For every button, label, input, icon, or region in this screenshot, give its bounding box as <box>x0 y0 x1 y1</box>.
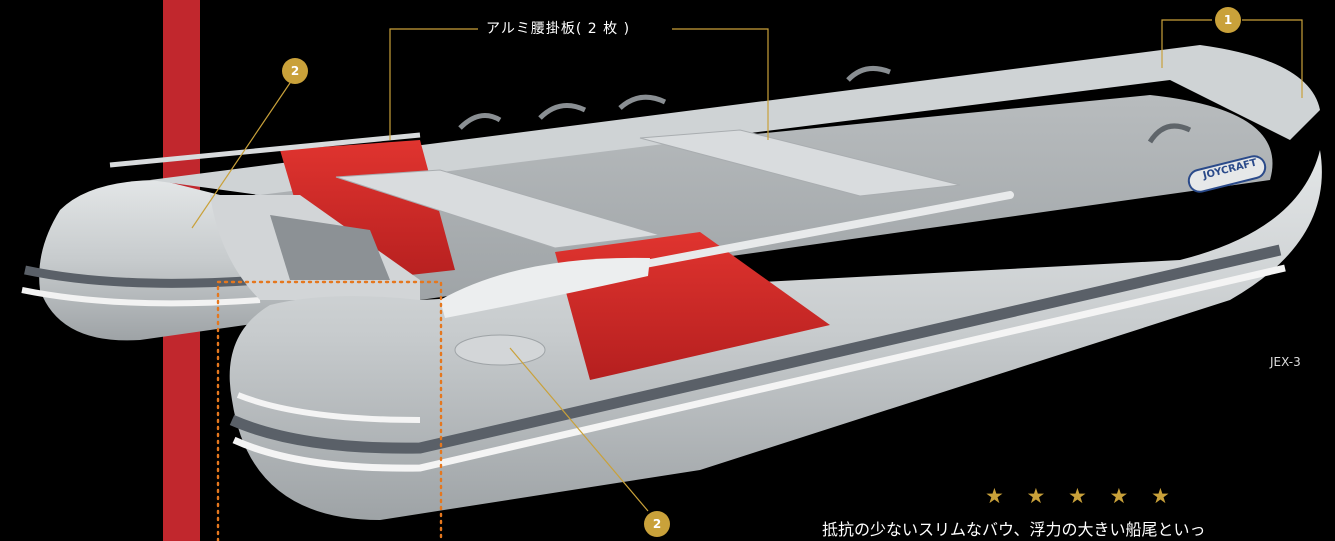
near-tube-cap-stripe <box>236 392 421 423</box>
brand-logo <box>1187 155 1267 193</box>
star-rating: ★ ★ ★ ★ ★ <box>985 484 1178 508</box>
grab-handle <box>458 113 502 130</box>
oar-far <box>109 132 421 168</box>
far-tube-top <box>150 45 1320 195</box>
seat-board-front <box>639 129 961 197</box>
near-tube-stripe-dark <box>229 244 1282 454</box>
model-label: JEX-3 <box>1270 355 1301 369</box>
callout-badge-1: 1 <box>1215 7 1241 33</box>
transom-grid <box>270 215 390 280</box>
product-tagline: 抵抗の少ないスリムなバウ、浮力の大きい船尾といっ <box>822 520 1206 539</box>
oar-blade <box>440 257 650 318</box>
grab-handle <box>618 94 667 110</box>
oar-shaft <box>636 191 1014 269</box>
seat-board-rear <box>335 169 661 249</box>
callout-badge-2: 2 <box>644 511 670 537</box>
near-tube-stripe-white <box>232 264 1286 472</box>
callout-lines <box>191 19 1303 512</box>
seat-board-label: アルミ腰掛板( 2 枚 ) <box>486 21 631 37</box>
grab-handle <box>846 65 891 82</box>
boat-floor <box>240 95 1273 300</box>
grab-handle <box>538 103 587 120</box>
far-tube-stripe-white <box>21 287 261 307</box>
oarlock-pad <box>454 334 546 366</box>
callout-badge-2: 2 <box>282 58 308 84</box>
detail-frame <box>216 280 443 541</box>
grab-handle <box>1147 123 1192 144</box>
